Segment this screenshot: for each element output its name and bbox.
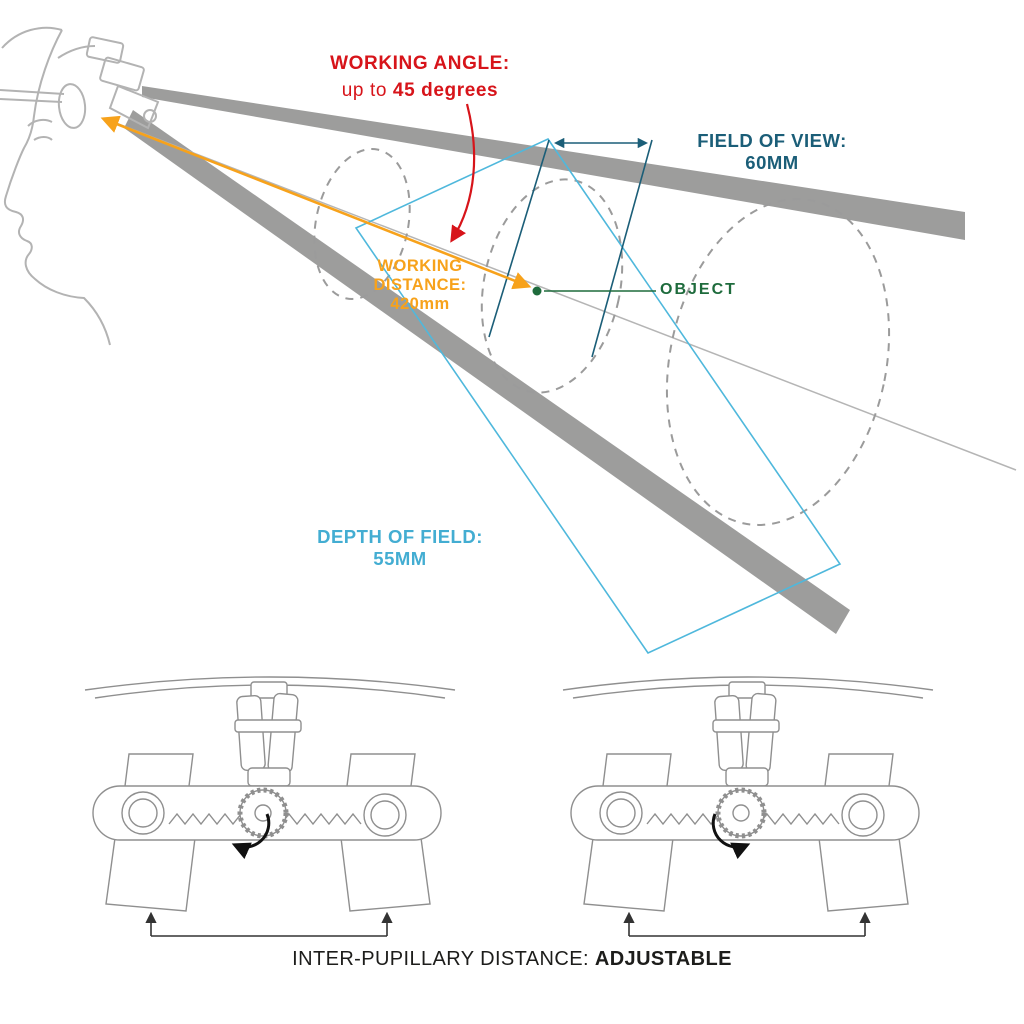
object-annotation: OBJECT [660, 281, 737, 299]
working-angle-annotation: WORKING ANGLE: up to 45 degrees [285, 50, 555, 104]
ipd-label: INTER-PUPILLARY DISTANCE: [292, 948, 589, 970]
working-distance-arrow [100, 115, 532, 290]
field-circle-large [665, 198, 891, 526]
object-dot [532, 286, 542, 296]
field-of-view-annotation: FIELD OF VIEW: 60MM [652, 130, 892, 174]
working-angle-value-line: up to 45 degrees [285, 77, 555, 104]
working-distance-value: 420mm [390, 295, 450, 313]
field-of-view-label: FIELD OF VIEW: [697, 130, 847, 151]
head-profile [1, 26, 111, 346]
ipd-value: ADJUSTABLE [594, 948, 732, 970]
working-distance-label-line2: DISTANCE: [373, 276, 467, 294]
adjustment-arrow-right [711, 813, 751, 860]
working-distance-annotation: WORKING DISTANCE: 420mm [345, 257, 495, 314]
inter-pupillary-caption: INTER-PUPILLARY DISTANCE: ADJUSTABLE [0, 948, 1024, 971]
working-angle-value-prefix: up to [341, 80, 388, 101]
loupe-front-view-left [85, 677, 455, 936]
working-angle-value: 45 degrees [392, 80, 499, 101]
working-angle-label: WORKING ANGLE: [330, 53, 510, 74]
field-of-view-value: 60MM [745, 152, 799, 173]
working-distance-label-line1: WORKING [377, 257, 463, 275]
loupe-front-view-right [563, 677, 933, 936]
depth-of-field-annotation: DEPTH OF FIELD: 55MM [295, 526, 505, 570]
loupes-device [0, 36, 160, 130]
field-circle-medium [480, 178, 624, 394]
depth-of-field-value: 55MM [373, 548, 427, 569]
adjustment-arrow-left [231, 813, 271, 860]
working-angle-arc [450, 103, 476, 243]
depth-of-field-label: DEPTH OF FIELD: [317, 526, 483, 547]
object-label: OBJECT [660, 281, 737, 298]
